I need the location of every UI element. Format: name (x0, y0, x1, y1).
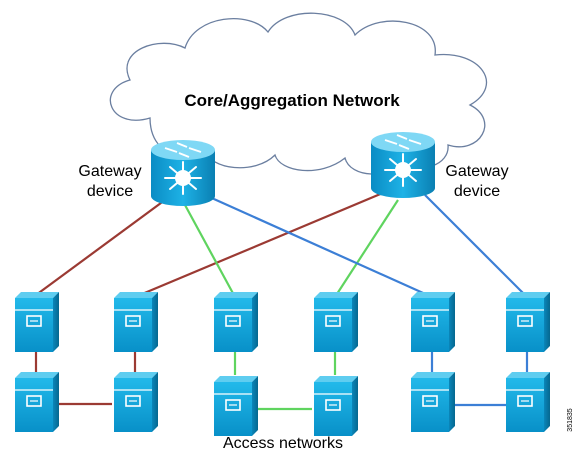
switch-icon (313, 291, 359, 353)
link-red (134, 188, 391, 299)
router-icon (150, 139, 216, 207)
link-blue (424, 194, 528, 298)
cloud-title: Core/Aggregation Network (184, 91, 400, 110)
switch-icon (505, 291, 551, 353)
switch-icon (14, 371, 60, 433)
link-red (35, 199, 166, 296)
router-icon (370, 131, 436, 199)
gateway-label-left-line1: Gateway (78, 163, 141, 180)
switch-icon (14, 291, 60, 353)
gateway-label-left-line2: device (87, 183, 133, 200)
switch-icon (113, 291, 159, 353)
switch-icon (410, 291, 456, 353)
switch-icon (113, 371, 159, 433)
link-green (334, 199, 399, 298)
switch-icon (213, 291, 259, 353)
switch-icon (313, 375, 359, 437)
switch-icon (505, 371, 551, 433)
switch-icon (410, 371, 456, 433)
gateway-label-right-line1: Gateway (445, 163, 508, 180)
figure-id: 351835 (567, 408, 574, 431)
link-green (184, 204, 236, 298)
gateway-label-right-line2: device (454, 183, 500, 200)
switch-icon (213, 375, 259, 437)
access-networks-label: Access networks (223, 435, 343, 452)
links (34, 188, 529, 411)
link-blue (204, 193, 433, 299)
